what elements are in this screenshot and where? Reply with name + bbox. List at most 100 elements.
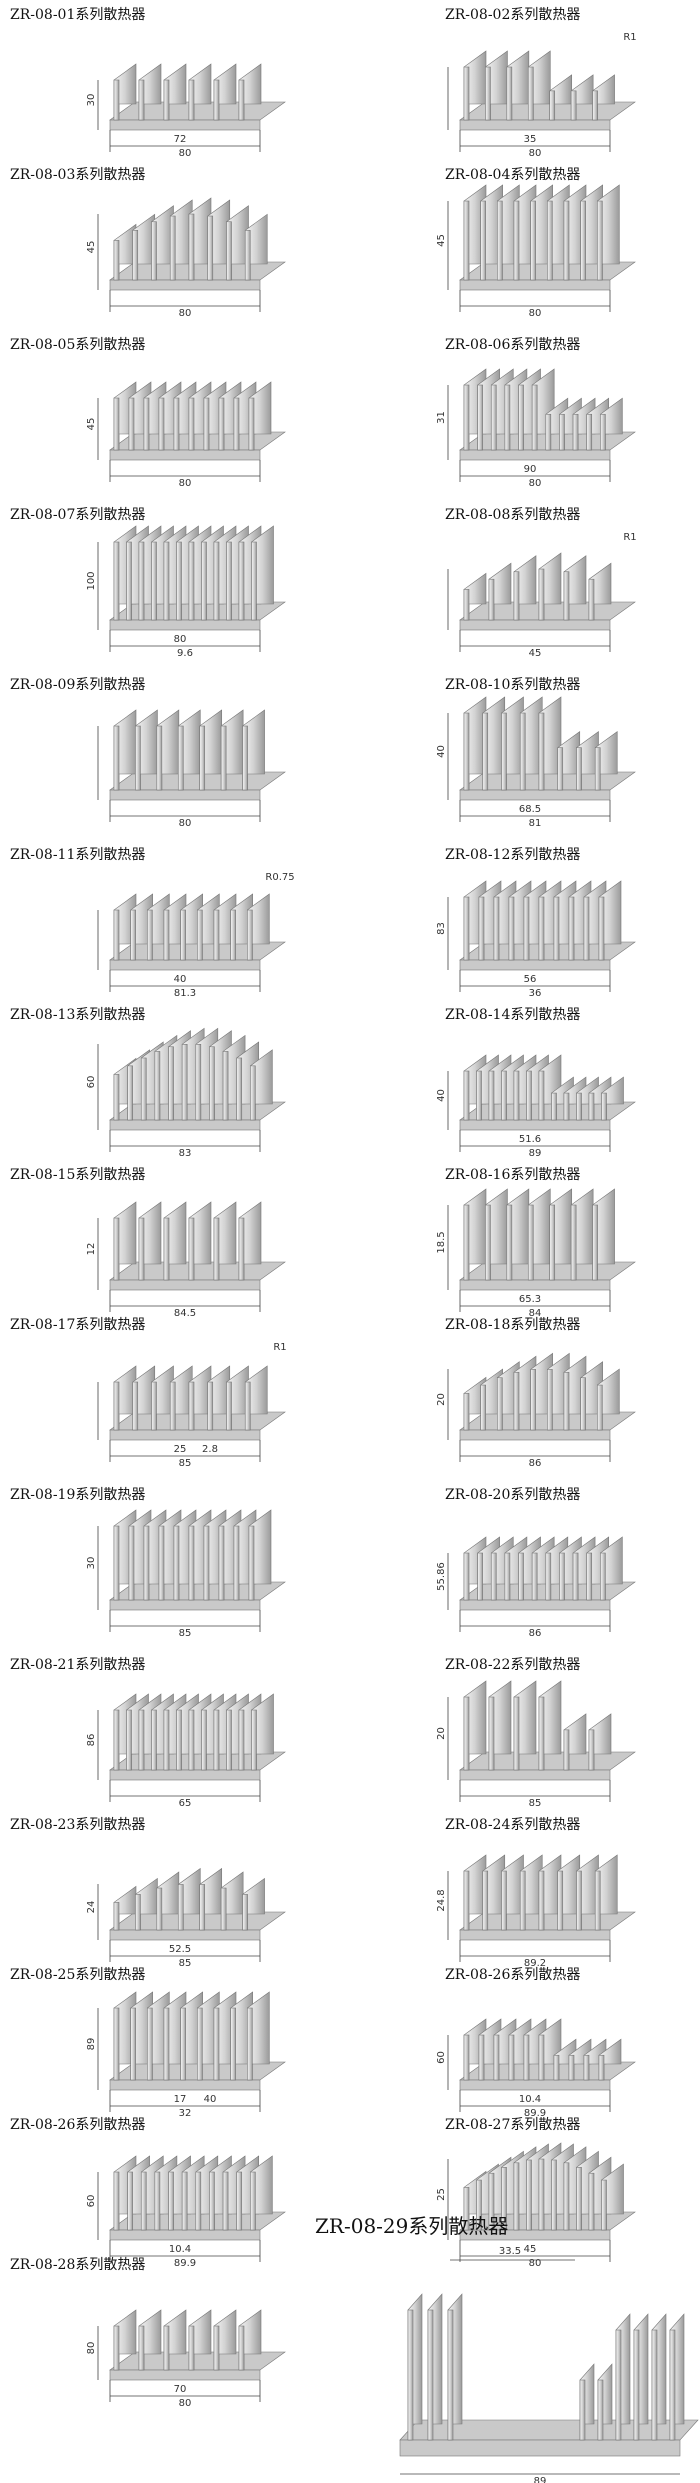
dimension-label: 89.2	[524, 1958, 546, 1969]
model-label: ZR-08-24系列散热器	[445, 1817, 581, 1833]
fin-face	[201, 1709, 207, 1771]
fin-face	[504, 384, 511, 451]
fin-face	[218, 1525, 225, 1601]
fin-face	[580, 200, 586, 281]
fin-face	[490, 384, 497, 451]
fin-face	[251, 541, 257, 621]
fin-face	[158, 1525, 165, 1601]
fin-face	[230, 909, 236, 961]
fin-face	[485, 66, 491, 121]
fin-face	[538, 2158, 545, 2231]
fin-face	[188, 213, 195, 281]
model-label: ZR-08-15系列散热器	[10, 1167, 146, 1183]
fin-face	[128, 397, 135, 451]
fin-face	[497, 1377, 503, 1431]
fin-face	[147, 2007, 153, 2081]
fin-face	[513, 200, 520, 281]
big-heatsink: 33.589	[399, 2246, 699, 2483]
base-front	[109, 2079, 261, 2091]
fin-face	[226, 1381, 232, 1431]
dimension-label: 86	[529, 1628, 542, 1639]
dimension-label: 20	[436, 1393, 447, 1406]
dimension-label: 35	[524, 134, 537, 145]
dimension-label: 45	[86, 241, 97, 254]
base-top	[109, 1751, 286, 1771]
fin-face	[113, 1074, 120, 1121]
dimension-label: 52.5	[169, 1944, 191, 1955]
dimension-label: 89	[534, 2476, 547, 2483]
dimension-label: 72	[174, 134, 187, 145]
dimension-label: R1	[623, 532, 636, 543]
base-top	[459, 941, 636, 961]
dimension-label: 80	[529, 2258, 542, 2269]
fin-face	[633, 2329, 640, 2441]
base-front	[109, 619, 261, 631]
fin-face	[553, 2054, 560, 2081]
fin-face	[113, 541, 120, 621]
fin-face	[588, 578, 595, 621]
fin-face	[127, 1065, 133, 1121]
fin-face	[549, 1204, 556, 1281]
dimension-label: 45	[86, 418, 97, 431]
fin-face	[563, 2162, 570, 2231]
fin-face	[238, 2325, 245, 2371]
dimension-label: 89.9	[174, 2258, 196, 2269]
fin-face	[463, 2034, 470, 2081]
fin-face	[586, 1552, 593, 1601]
fin-face	[530, 200, 536, 281]
fin-face	[563, 571, 570, 621]
fin-face	[199, 725, 206, 791]
fin-face	[592, 90, 598, 121]
fin-face	[547, 1369, 553, 1431]
fin-face	[143, 397, 150, 451]
fin-face	[226, 541, 232, 621]
fin-face	[493, 896, 500, 961]
fin-face	[477, 384, 483, 451]
base-front	[459, 279, 611, 291]
fin-face	[197, 2007, 203, 2081]
dimension-label: 81.3	[174, 988, 196, 999]
fin-face	[513, 2162, 520, 2231]
fin-face	[519, 712, 526, 791]
fin-face	[478, 896, 485, 961]
base-front	[459, 2229, 611, 2241]
base-front	[109, 119, 261, 131]
fin-face	[538, 1870, 545, 1931]
fin-face	[480, 200, 486, 281]
model-label: ZR-08-17系列散热器	[10, 1317, 146, 1333]
fin-face	[597, 2379, 604, 2441]
fin-face	[530, 1369, 536, 1431]
fin-face	[513, 1070, 520, 1121]
dimension-label: 40	[204, 2094, 217, 2105]
dimension-label: 10.4	[519, 2094, 541, 2105]
fin-face	[538, 568, 545, 621]
fin-face	[163, 2325, 170, 2371]
fin-face	[488, 1070, 495, 1121]
fin-face	[138, 2325, 145, 2371]
dimension-label: 60	[436, 2051, 447, 2064]
fin-face	[113, 725, 120, 791]
fin-face	[151, 1381, 157, 1431]
fin-face	[113, 1709, 120, 1771]
fin-face	[238, 541, 245, 621]
fin-face	[163, 541, 170, 621]
model-label: ZR-08-22系列散热器	[445, 1657, 581, 1673]
model-label: ZR-08-11系列散热器	[10, 847, 146, 863]
model-label: ZR-08-13系列散热器	[10, 1007, 146, 1023]
fin-face	[576, 2167, 582, 2231]
dimension-label: 25	[174, 1444, 187, 1455]
fin-face	[563, 1092, 570, 1121]
fin-face	[598, 896, 605, 961]
dimension-label: 40	[436, 1089, 447, 1102]
dimension-label: 80	[529, 478, 542, 489]
